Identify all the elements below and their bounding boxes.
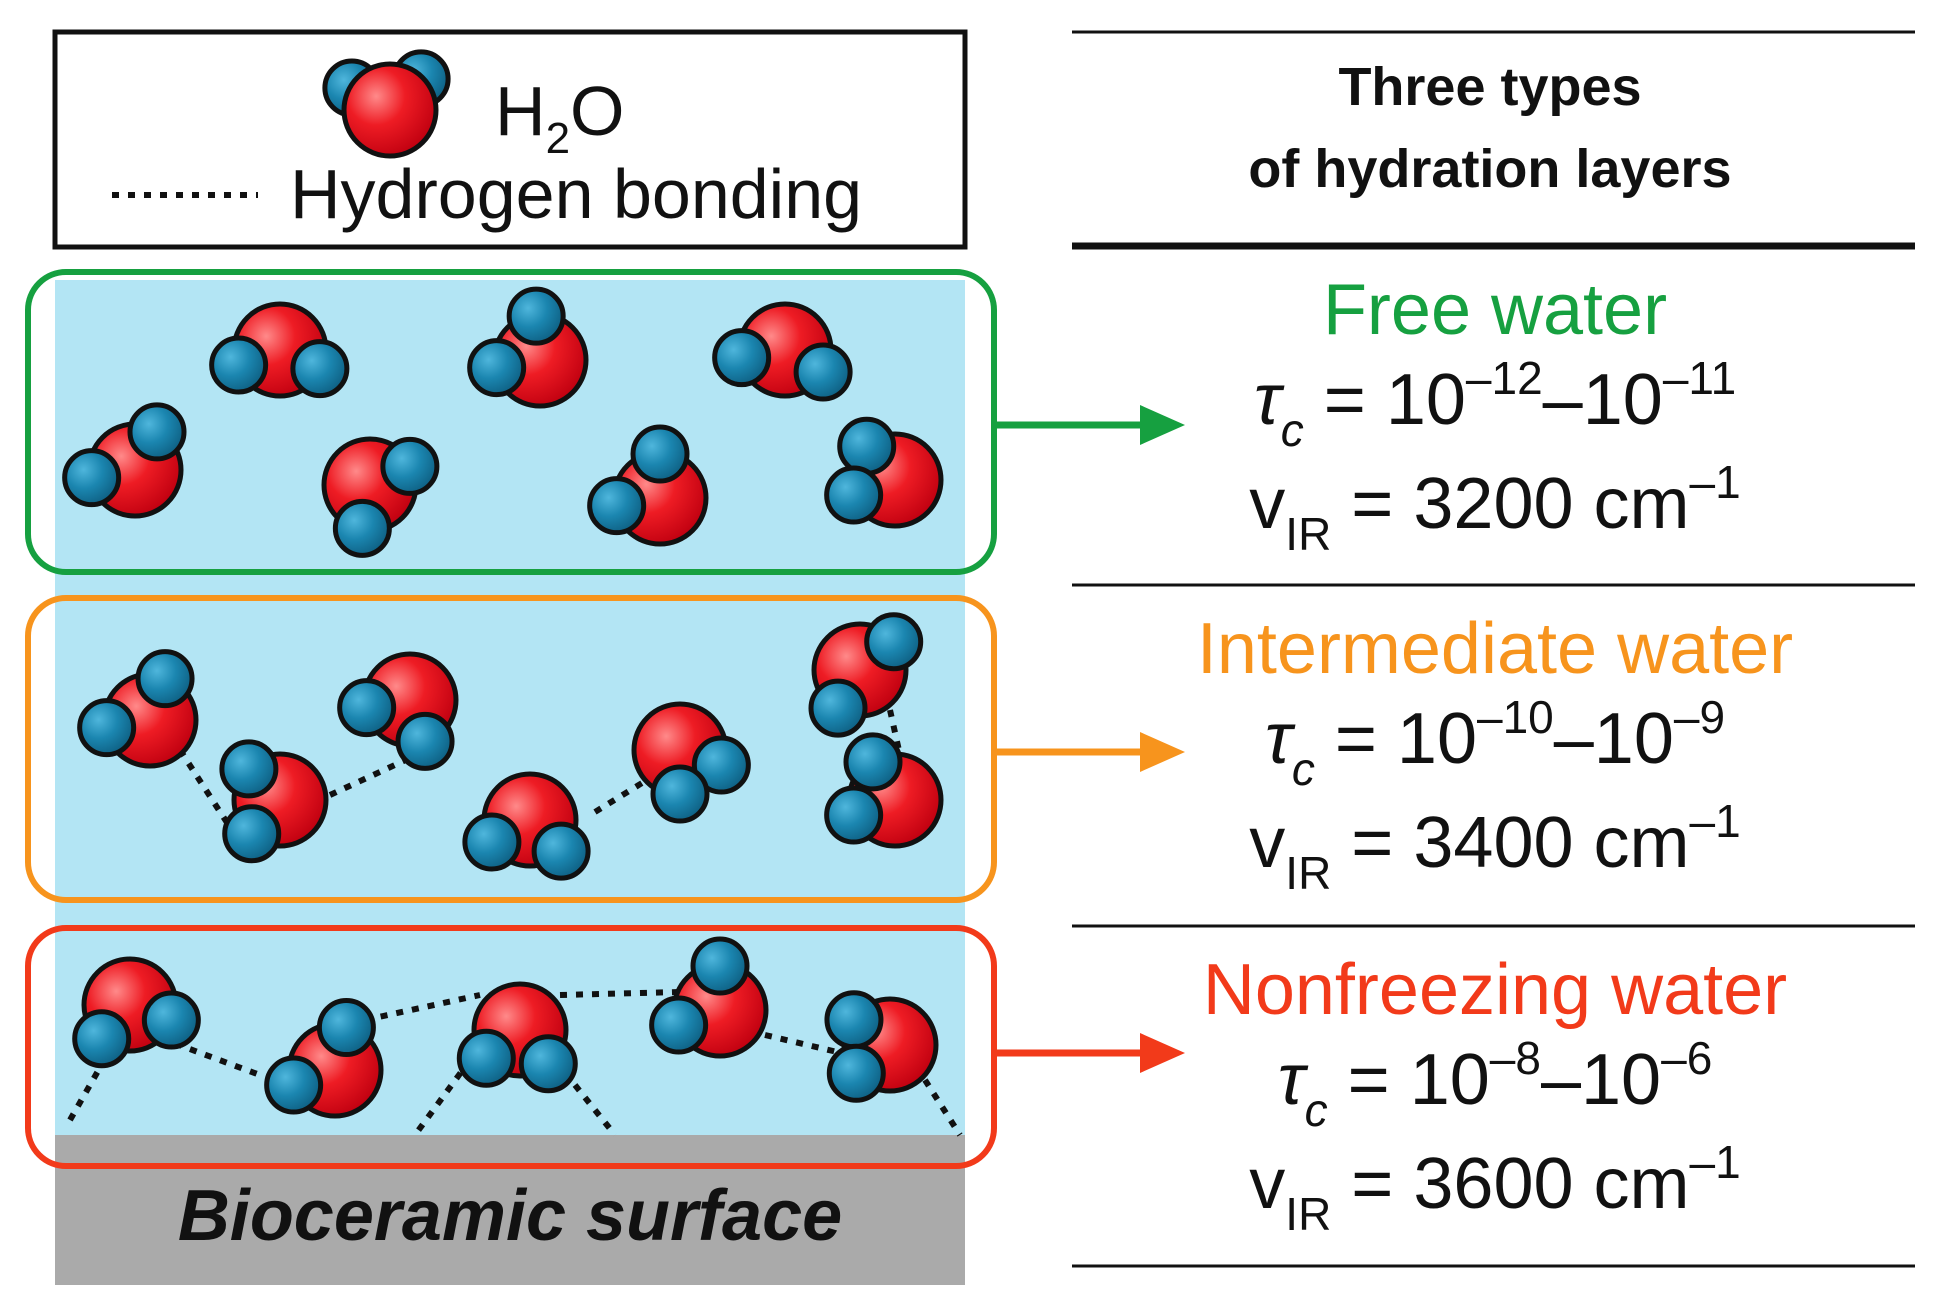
hydrogen-atom [824,465,884,525]
arrow-head [1140,732,1185,772]
hydrogen-bond [922,1078,963,1137]
hydrogen-atom [690,936,750,996]
water-molecule [824,416,944,529]
table-header-line1: Three types [1338,57,1641,117]
hydrogen-atom [587,476,647,536]
oxygen-atom [341,61,439,159]
water-molecule [209,301,350,399]
hydrogen-atom [72,1009,132,1069]
hydrogen-atom [380,436,440,496]
hydrogen-atom [531,821,591,881]
hydrogen-atom [467,338,527,398]
hydrogen-atom [518,1034,578,1094]
hydrogen-atom [456,1028,516,1088]
water-molecule [467,286,589,409]
hydrogen-atom [332,498,392,558]
hydrogen-atom [77,698,137,758]
hydrogen-atom [691,735,751,795]
hydrogen-atom [824,990,884,1050]
water-molecule [712,301,853,402]
hydrogen-atom [837,416,897,476]
hydrogen-atom [219,739,279,799]
water-molecule [824,990,939,1103]
hydrogen-bond [593,772,657,815]
hydrogen-atom [864,612,924,672]
correlation-time: τc = 10–12–10–11 [1254,352,1736,456]
hydrogen-atom [209,335,269,395]
hydrogen-atom [793,342,853,402]
ir-wavenumber: vIR = 3600 cm–1 [1249,1136,1740,1240]
hydrogen-bond [559,989,681,998]
hydrogen-atom [62,448,122,508]
water-molecule [587,424,709,547]
correlation-time: τc = 10–8–10–6 [1278,1032,1713,1136]
arrow-head [1140,405,1185,445]
hydrogen-bond [364,992,481,1023]
hydrogen-atom [712,328,772,388]
water-molecule [264,997,384,1119]
hydrogen-atom [649,995,709,1055]
hydrogen-atom [135,649,195,709]
hydrogen-atom [630,424,690,484]
water-molecule [462,771,591,881]
hydrogen-atom [127,402,187,462]
water-molecule [824,732,944,849]
water-molecules [62,286,944,1119]
water-molecule [62,402,187,519]
hydrogen-atom [316,997,376,1057]
legend-water-label: H2O [495,72,625,163]
ir-wavenumber: vIR = 3200 cm–1 [1249,456,1740,560]
legend-water-molecule-icon [322,49,451,159]
water-molecule [321,436,440,558]
water-molecule [219,739,329,864]
water-molecule [649,936,769,1059]
arrow-head [1140,1033,1185,1073]
water-molecule [808,612,924,738]
water-molecule [322,49,451,159]
hydrogen-atom [141,990,201,1050]
water-molecule [631,701,751,824]
water-molecule [456,981,578,1094]
nonfreezing-water-box [25,925,997,1169]
hydrogen-atom [337,678,397,738]
hydrogen-atom [650,764,710,824]
surface-label: Bioceramic surface [178,1176,842,1256]
layer-name: Nonfreezing water [1203,950,1787,1030]
hydrogen-atom [506,286,566,346]
arrows [994,405,1185,1073]
correlation-time: τc = 10–10–10–9 [1265,691,1725,795]
hydrogen-atom [395,711,455,771]
hydrogen-atom [843,732,903,792]
hydrogen-atom [824,785,884,845]
hydrogen-atom [264,1055,324,1115]
layer-name: Free water [1323,270,1667,350]
water-molecule [77,649,199,769]
hydrogen-atom [462,812,522,872]
bioceramic-surface [55,1135,965,1285]
legend-hbond-label: Hydrogen bonding [290,155,862,233]
legend-box [52,29,968,250]
table-header-line2: of hydration layers [1248,139,1731,199]
layer-name: Intermediate water [1197,609,1793,689]
hydrogen-atom [808,678,868,738]
hydrogen-atom [290,339,350,399]
water-molecule [72,956,201,1069]
hydrogen-atom [826,1043,886,1103]
water-molecule [337,651,459,771]
hydrogen-atom [222,804,282,864]
ir-wavenumber: vIR = 3400 cm–1 [1249,795,1740,899]
